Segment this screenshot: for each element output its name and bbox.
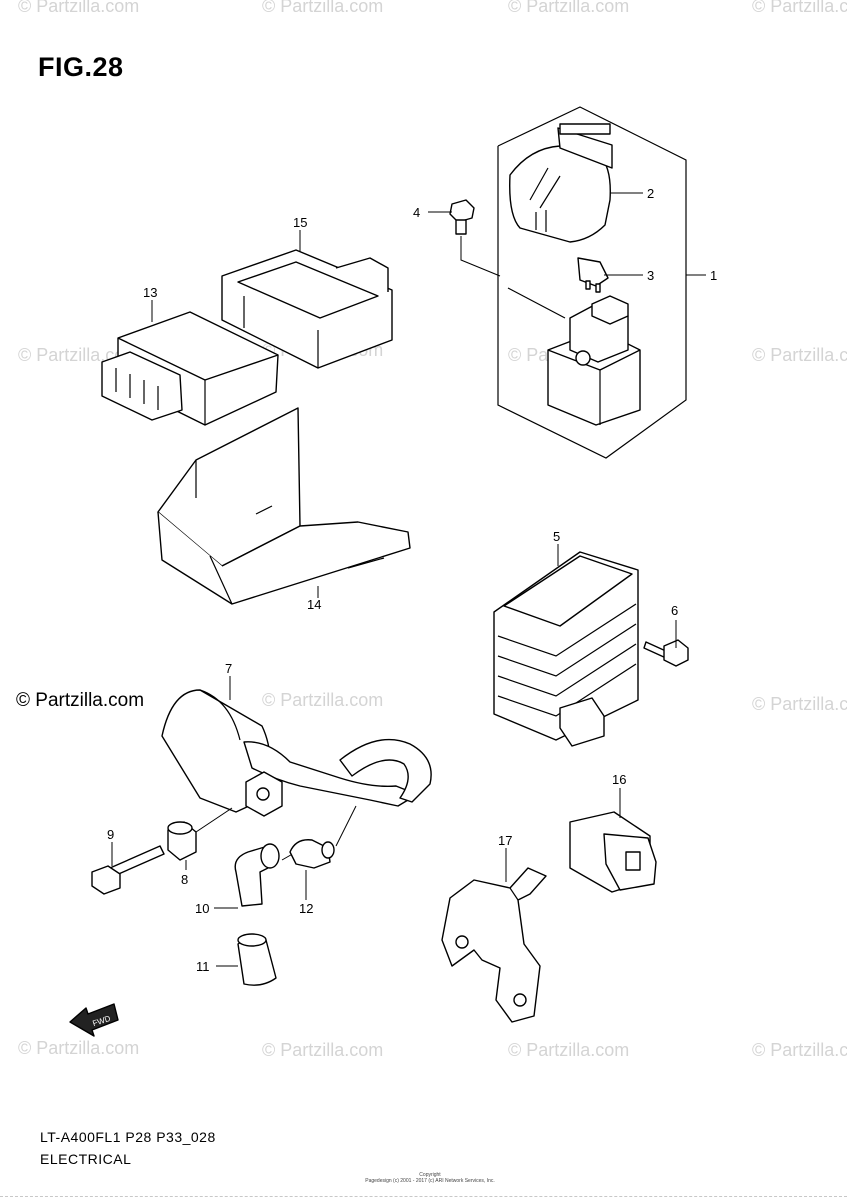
callout-numbers: 1 2 3 4 5 6 7 8 9 10 11 12 13 14 15 16 1… (107, 186, 717, 974)
boot-part (237, 933, 277, 986)
callout-10: 10 (195, 901, 209, 916)
callout-4: 4 (413, 205, 420, 220)
bracket-part-17 (441, 867, 547, 1023)
watermark-text: © Partzilla.com (262, 0, 384, 16)
watermark-text: © Partzilla.com (752, 1040, 847, 1060)
watermark-text: © Partzilla.com (752, 345, 847, 365)
callout-13: 13 (143, 285, 157, 300)
watermark-text: © Partzilla.com (262, 1040, 384, 1060)
watermark-text: © Partzilla.com (18, 0, 140, 16)
partzilla-brand: © Partzilla.com (16, 690, 145, 711)
callout-9: 9 (107, 827, 114, 842)
callout-17: 17 (498, 833, 512, 848)
callout-7: 7 (225, 661, 232, 676)
leader-lines (111, 192, 706, 967)
fuse-part (577, 257, 609, 293)
callout-2: 2 (647, 186, 654, 201)
watermark-text: © Partzilla.com (508, 0, 630, 16)
callout-1: 1 (710, 268, 717, 283)
relay-cover-part (509, 123, 613, 243)
copyright-line-2: Pagedesign (c) 2001 - 2017 (c) ARI Netwo… (365, 1178, 495, 1184)
ignition-coil-part (161, 689, 432, 817)
callout-3: 3 (647, 268, 654, 283)
callout-11: 11 (196, 959, 210, 974)
screw-part-4 (449, 199, 566, 319)
starter-relay-part (547, 295, 641, 426)
callout-12: 12 (299, 901, 313, 916)
regulator-part (493, 551, 639, 747)
callout-15: 15 (293, 215, 307, 230)
callout-16: 16 (612, 772, 626, 787)
callout-14: 14 (307, 597, 321, 612)
connector-part-16 (569, 811, 657, 893)
callout-5: 5 (553, 529, 560, 544)
callout-8: 8 (181, 872, 188, 887)
model-code: LT-A400FL1 P28 P33_028 (40, 1129, 216, 1145)
cap-part-12 (289, 805, 357, 869)
watermark-text: © Partzilla.com (752, 0, 847, 16)
bracket-plate-part (157, 407, 411, 605)
ecu-holder-part (221, 249, 393, 369)
section-name: ELECTRICAL (40, 1151, 132, 1167)
watermark-text: © Partzilla.com (262, 690, 384, 710)
watermark-text: © Partzilla.com (752, 694, 847, 714)
ecu-part (101, 311, 279, 426)
watermark-text: © Partzilla.com (18, 1038, 140, 1058)
fwd-arrow-icon: FWD (69, 1003, 119, 1037)
long-bolt-part (91, 845, 165, 895)
collar-part (167, 807, 233, 861)
bolt-part-6 (643, 639, 689, 667)
relay-assembly-frame (497, 106, 687, 459)
bottom-divider (0, 1196, 847, 1197)
copyright-notice: Copyright Pagedesign (c) 2001 - 2017 (c)… (360, 1172, 500, 1184)
watermark-text: © Partzilla.com (508, 1040, 630, 1060)
figure-title: FIG.28 (38, 52, 124, 82)
callout-6: 6 (671, 603, 678, 618)
copyright-line-1: Copyright (419, 1172, 441, 1178)
plug-cap-part (234, 843, 297, 907)
